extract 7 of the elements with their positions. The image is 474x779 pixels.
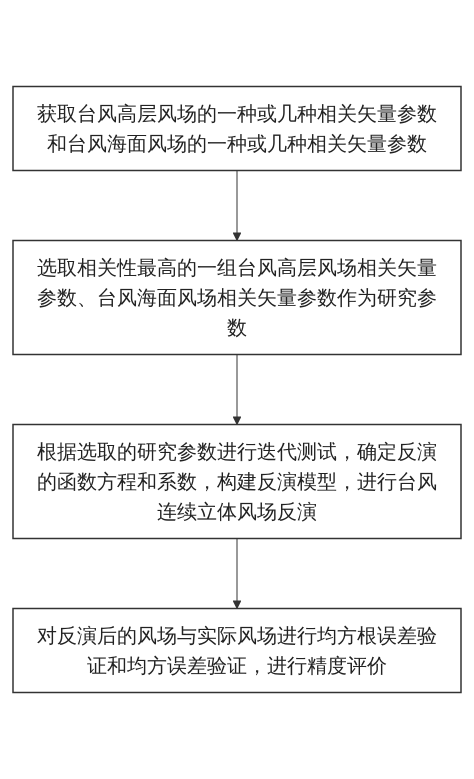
node-box: 选取相关性最高的一组台风高层风场相关矢量参数、台风海面风场相关矢量参数作为研究参数: [12, 240, 462, 356]
arrow: [232, 354, 242, 425]
node-box: 对反演后的风场与实际风场进行均方根误差验证和均方误差验证，进行精度评价: [12, 608, 462, 694]
arrow: [232, 538, 242, 609]
node-box: 获取台风高层风场的一种或几种相关矢量参数和台风海面风场的一种或几种相关矢量参数: [12, 86, 462, 172]
node-box: 根据选取的研究参数进行迭代测试，确定反演的函数方程和系数，构建反演模型，进行台风连续立体风场反演: [12, 424, 462, 540]
arrow: [232, 170, 242, 241]
